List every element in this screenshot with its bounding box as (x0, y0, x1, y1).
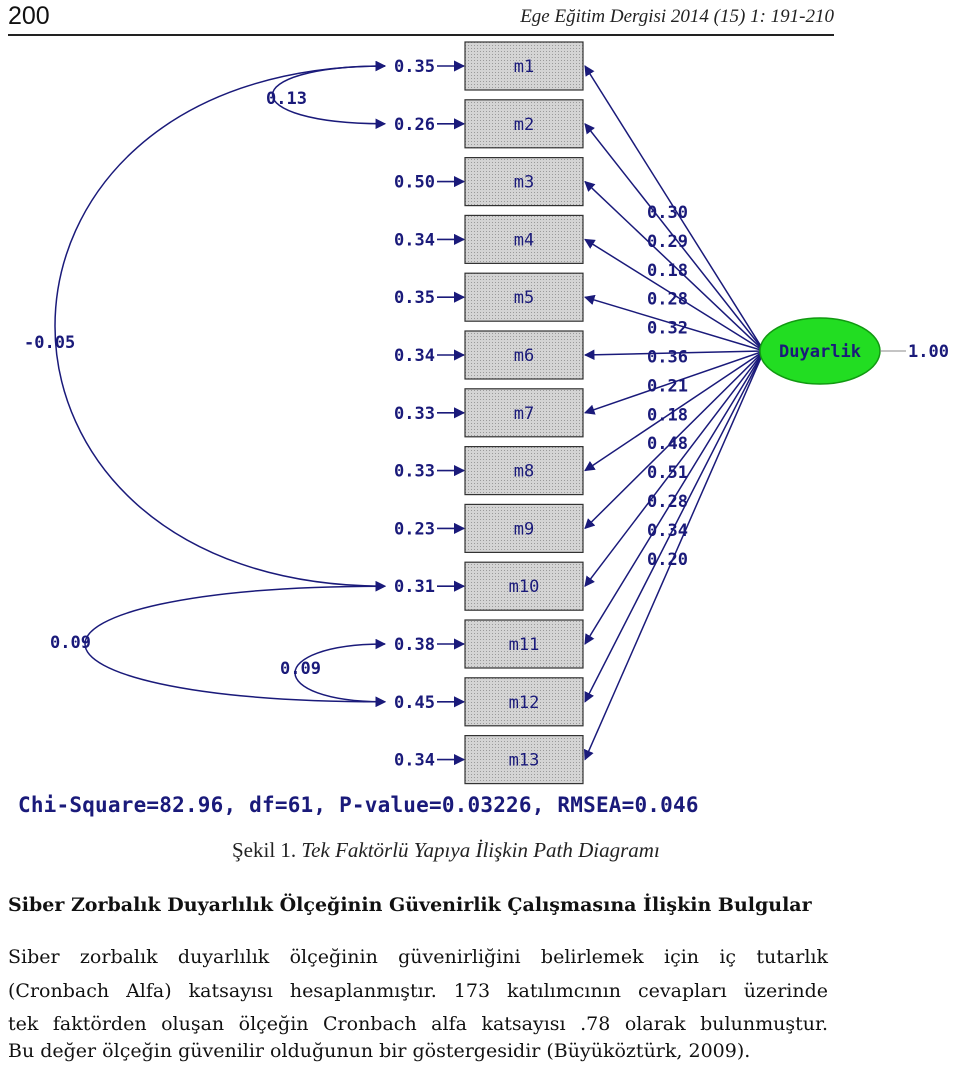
loading-arrow (583, 350, 765, 761)
error-variance: 0.50 (394, 173, 435, 193)
section-heading: Siber Zorbalık Duyarlılık Ölçeğinin Güve… (8, 894, 812, 916)
loading-arrow (584, 350, 765, 645)
indicator-label: m7 (514, 404, 534, 424)
paragraph-line: tek faktörden oluşan ölçeğin Cronbach al… (8, 1013, 828, 1035)
indicator-box (464, 272, 584, 322)
indicator-box (464, 214, 584, 264)
indicator-box (464, 99, 584, 149)
latent-label: Duyarlik (779, 342, 861, 362)
loading-arrow (584, 238, 765, 352)
covariance-curve (84, 580, 387, 708)
journal-reference: Ege Eğitim Dergisi 2014 (15) 1: 191-210 (520, 6, 834, 27)
error-variance: 0.35 (394, 288, 435, 308)
loading-value: 0.48 (647, 434, 688, 454)
paragraph-line: (Cronbach Alfa) katsayısı hesaplanmıştır… (8, 980, 828, 1002)
fit-statistics: Chi-Square=82.96, df=61, P-value=0.03226… (18, 793, 699, 817)
loading-arrow (584, 350, 765, 472)
indicator-box (464, 157, 584, 207)
indicator-box (464, 503, 584, 553)
loading-value: 0.36 (647, 348, 688, 368)
error-variance: 0.34 (394, 230, 435, 250)
loading-value: 0.21 (647, 376, 688, 396)
error-variance: 0.35 (394, 57, 435, 77)
indicator-label: m10 (509, 577, 540, 597)
indicator-label: m3 (514, 173, 534, 193)
indicator-boxes: m1 m2 m3 m4 m5 m6 m7 m8 m9 m10 m11 m12 m13 (464, 41, 584, 785)
covariance-curve (54, 60, 387, 592)
error-variance: 0.23 (394, 519, 435, 539)
loading-arrow (584, 350, 765, 530)
loading-arrow (583, 349, 765, 361)
loading-value: 0.20 (647, 550, 688, 570)
loading-value: 0.32 (647, 319, 688, 339)
loading-arrow (584, 350, 765, 415)
loading-arrow (584, 65, 765, 352)
covariance-value: 0.09 (50, 633, 91, 653)
error-variance: 0.31 (394, 577, 435, 597)
figure-title: Tek Faktörlü Yapıya İlişkin Path Diagram… (296, 838, 660, 862)
loading-value: 0.51 (647, 463, 688, 483)
indicator-box (464, 734, 584, 785)
error-variance: 0.34 (394, 751, 435, 771)
indicator-label: m11 (509, 635, 540, 655)
covariance-curves: 0.13 -0.05 0.09 0.09 (24, 60, 387, 708)
loading-value: 0.28 (647, 492, 688, 512)
loading-arrow (584, 350, 765, 703)
figure-number: Şekil 1. (232, 838, 297, 862)
error-variance: 0.38 (394, 635, 435, 655)
covariance-curve (294, 638, 387, 708)
indicator-box (464, 677, 584, 727)
paragraph-line: Bu değer ölçeğin güvenilir olduğunun bir… (8, 1040, 751, 1062)
indicator-label: m6 (514, 346, 534, 366)
covariance-value: 0.09 (280, 659, 321, 679)
indicator-box (464, 446, 584, 496)
path-diagram: 0.13-0.050.090.09 0.350.260.500.340.350.… (24, 41, 949, 785)
indicator-label: m8 (514, 462, 534, 482)
error-variance: 0.33 (394, 404, 435, 424)
indicator-box (464, 330, 584, 380)
figure-caption: Şekil 1. Tek Faktörlü Yapıya İlişkin Pat… (232, 838, 660, 863)
loading-value: 0.18 (647, 261, 688, 281)
indicator-box (464, 561, 584, 611)
error-variance: 0.34 (394, 346, 435, 366)
loading-arrow (584, 350, 765, 588)
loading-value: 0.29 (647, 232, 688, 252)
latent-variance: 1.00 (908, 342, 949, 362)
error-variance: 0.33 (394, 462, 435, 482)
indicator-label: m13 (509, 751, 540, 771)
latent-factor: Duyarlik 1.00 (759, 317, 949, 385)
indicator-label: m12 (509, 693, 540, 713)
loading-value: 0.30 (647, 203, 688, 223)
page-number: 200 (8, 2, 50, 30)
error-arrows: 0.35 0.26 0.50 0.34 0.35 0.34 0.33 0.33 0.23 0.31… (394, 57, 466, 771)
loading-arrows: 0.30 0.29 0.18 0.28 0.32 0.36 0.21 0.18 0.48 0.51… (583, 65, 765, 761)
paragraph-line: Siber zorbalık duyarlılık ölçeğinin güve… (8, 946, 828, 968)
indicator-box (464, 388, 584, 438)
covariance-value: -0.05 (24, 333, 75, 353)
indicator-box (464, 619, 584, 669)
error-variance: 0.45 (394, 693, 435, 713)
loading-arrow (584, 180, 765, 352)
indicator-label: m5 (514, 288, 534, 308)
loading-arrow (584, 122, 765, 352)
indicator-label: m2 (514, 115, 534, 135)
indicator-label: m4 (514, 230, 534, 250)
page-header: 200 Ege Eğitim Dergisi 2014 (15) 1: 191-… (8, 0, 834, 36)
loading-arrow (583, 294, 765, 352)
error-variance: 0.26 (394, 115, 435, 135)
loading-value: 0.28 (647, 290, 688, 310)
covariance-value: 0.13 (266, 89, 307, 109)
indicator-label: m9 (514, 519, 534, 539)
loading-value: 0.34 (647, 521, 688, 541)
loading-value: 0.18 (647, 405, 688, 425)
indicator-label: m1 (514, 57, 534, 77)
indicator-box (464, 41, 584, 91)
